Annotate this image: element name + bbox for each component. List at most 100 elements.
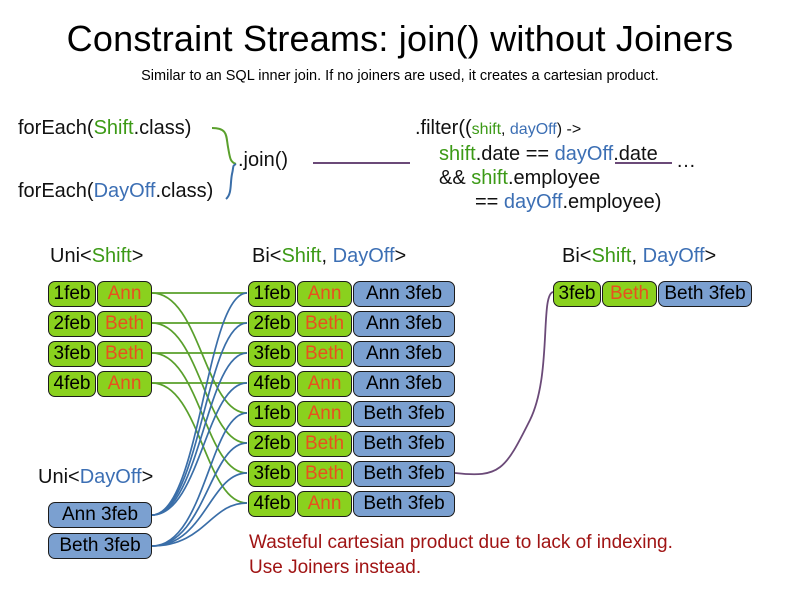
shift-employee-cell: Beth (97, 311, 152, 337)
wires-shift-fanout (151, 292, 248, 504)
label-uni-shift: Uni<Shift> (50, 245, 143, 268)
filter-param-shift: shift (471, 121, 502, 138)
label-bi-middle: Bi<Shift, DayOff> (252, 245, 406, 268)
cartesian-date-cell: 2feb (248, 431, 296, 457)
foreach-shift-prefix: forEach( (18, 117, 94, 139)
bi-mid-prefix: Bi< (252, 245, 282, 267)
cartesian-dayoff-cell: Ann 3feb (353, 281, 455, 307)
filter-param-dayoff: dayOff (509, 121, 557, 138)
cartesian-date-cell: 3feb (248, 461, 296, 487)
shift-employee-cell: Ann (297, 281, 352, 307)
cartesian-dayoff-cell: Beth 3feb (353, 431, 455, 457)
employee-name: Ann (107, 373, 142, 394)
wire-dayoff-to-join (225, 163, 237, 200)
cartesian-dayoff-cell: Ann 3feb (353, 311, 455, 337)
cartesian-date-cell: 3feb (248, 341, 296, 367)
page-title: Constraint Streams: join() without Joine… (66, 18, 734, 59)
uni-shift-type: Shift (91, 245, 132, 267)
shift-date-cell: 2feb (48, 311, 96, 337)
filter-l4-dayoff: dayOff (503, 191, 563, 213)
cartesian-date-cell: 4feb (248, 491, 296, 517)
filter-line-2: shift.date == dayOff.date (439, 142, 661, 166)
dayoff-card: Beth 3feb (48, 533, 152, 559)
label-uni-dayoff: Uni<DayOff> (38, 466, 153, 489)
code-join-call: .join() (238, 149, 289, 171)
shift-employee-cell: Ann (97, 371, 152, 397)
cartesian-date-cell: 4feb (248, 371, 296, 397)
filter-open: .filter(( (415, 117, 472, 139)
shift-employee-cell: Ann (297, 401, 352, 427)
shift-employee-cell: Beth (297, 431, 352, 457)
shift-employee-cell: Beth (297, 341, 352, 367)
code-ellipsis: … (676, 150, 696, 172)
shift-date-cell: 3feb (48, 341, 96, 367)
filter-line-4: == dayOff.employee) (475, 190, 661, 214)
uni-dayoff-type: DayOff (79, 466, 142, 488)
bi-mid-suffix: > (394, 245, 407, 267)
uni-dayoff-prefix: Uni< (38, 466, 80, 488)
employee-name: Beth (104, 313, 145, 334)
employee-name: Beth (104, 343, 145, 364)
warning-note: Wasteful cartesian product due to lack o… (249, 530, 673, 580)
filter-l3-shift: shift (471, 167, 508, 189)
shift-date-cell: 4feb (48, 371, 96, 397)
bi-mid-type2: DayOff (332, 245, 395, 267)
filter-l2-b: .date (613, 143, 658, 165)
filter-l3-b: .employee (507, 167, 601, 189)
bi-right-suffix: > (704, 245, 717, 267)
dayoff-card: Ann 3feb (48, 502, 152, 528)
shift-employee-cell: Beth (602, 281, 657, 307)
result-date-cell: 3feb (553, 281, 601, 307)
bi-mid-comma: , (321, 245, 333, 267)
employee-name: Beth (304, 343, 345, 364)
cartesian-dayoff-cell: Beth 3feb (353, 461, 455, 487)
foreach-dayoff-suffix: .class) (155, 180, 214, 202)
filter-l2-a: .date == (475, 143, 555, 165)
cartesian-dayoff-cell: Beth 3feb (353, 401, 455, 427)
employee-name: Beth (609, 283, 650, 304)
employee-name: Ann (307, 373, 342, 394)
cartesian-date-cell: 1feb (248, 401, 296, 427)
employee-name: Beth (304, 463, 345, 484)
bi-mid-type1: Shift (281, 245, 322, 267)
employee-name: Ann (107, 283, 142, 304)
shift-date-cell: 1feb (48, 281, 96, 307)
filter-l3-a: && (439, 167, 472, 189)
filter-l4-a: == (475, 191, 504, 213)
filter-l2-shift: shift (439, 143, 476, 165)
employee-name: Ann (307, 493, 342, 514)
foreach-dayoff-prefix: forEach( (18, 180, 94, 202)
code-foreach-shift: forEach(Shift.class) (18, 117, 191, 140)
label-bi-right: Bi<Shift, DayOff> (562, 245, 716, 268)
shift-employee-cell: Ann (297, 371, 352, 397)
cartesian-dayoff-cell: Beth 3feb (353, 491, 455, 517)
filter-line-3: && shift.employee (439, 166, 661, 190)
uni-dayoff-suffix: > (141, 466, 154, 488)
cartesian-dayoff-cell: Ann 3feb (353, 341, 455, 367)
filter-arrow: ) -> (556, 121, 582, 138)
shift-employee-cell: Ann (97, 281, 152, 307)
filter-l2-dayoff: dayOff (554, 143, 614, 165)
result-dayoff-cell: Beth 3feb (658, 281, 752, 307)
wire-match-to-result (454, 291, 554, 476)
shift-employee-cell: Beth (297, 461, 352, 487)
wire-shift-to-join (211, 127, 237, 165)
bi-right-comma: , (631, 245, 643, 267)
bi-right-type1: Shift (591, 245, 632, 267)
code-foreach-dayoff: forEach(DayOff.class) (18, 180, 213, 203)
filter-l4-b: .employee) (562, 191, 662, 213)
cartesian-date-cell: 2feb (248, 311, 296, 337)
foreach-shift-type: Shift (93, 117, 134, 139)
bi-right-type2: DayOff (642, 245, 705, 267)
code-filter-block: .filter((shift, dayOff) -> shift.date ==… (415, 116, 661, 214)
shift-employee-cell: Beth (97, 341, 152, 367)
bi-right-prefix: Bi< (562, 245, 592, 267)
employee-name: Beth (304, 433, 345, 454)
warning-note-line-2: Use Joiners instead. (249, 557, 422, 578)
page-subtitle: Similar to an SQL inner join. If no join… (141, 68, 659, 84)
cartesian-dayoff-cell: Ann 3feb (353, 371, 455, 397)
foreach-dayoff-type: DayOff (93, 180, 156, 202)
employee-name: Beth (304, 313, 345, 334)
shift-employee-cell: Beth (297, 311, 352, 337)
